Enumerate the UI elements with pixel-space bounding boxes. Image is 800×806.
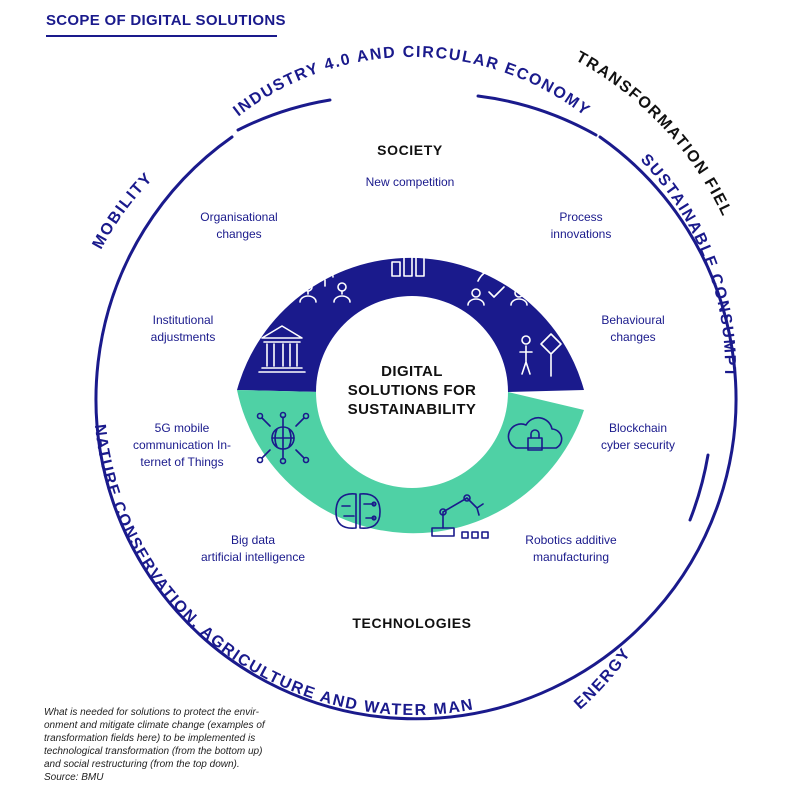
caption-line: onment and mitigate climate change (exam… [44,720,265,731]
team-cycle-icon [467,257,528,306]
technologies-header: TECHNOLOGIES [352,615,471,631]
person-sign-icon [519,333,562,377]
label-process-innovations-1: Process [559,210,602,224]
bar-growth-icon [389,225,429,277]
label-robotics-2: manufacturing [533,550,609,564]
label-5g-3: ternet of Things [140,455,223,469]
field-energy: ENERGY [571,645,634,713]
label-behavioural-changes-2: changes [610,330,655,344]
org-chart-icon [299,256,351,303]
caption-line: What is needed for solutions to protect … [44,707,259,718]
label-organisational-changes-1: Organisational [200,210,277,224]
center-line-1: DIGITAL [381,363,443,380]
cloud-lock-icon [507,416,563,451]
outer-arc-main [94,135,738,721]
center-line-2: SOLUTIONS FOR [348,382,477,399]
center-hole [316,296,508,488]
label-big-data-1: Big data [231,533,275,547]
field-mobility: MOBILITY [90,169,157,252]
label-5g-1: 5G mobile [155,421,210,435]
caption-source: Source: BMU [44,772,104,783]
outer-arc-top-left [236,98,332,132]
robot-arm-icon [431,494,489,539]
outer-arcs [94,94,738,721]
network-globe-icon [256,411,310,465]
government-building-icon [258,325,306,373]
center-line-3: SUSTAINABILITY [348,401,477,418]
label-new-competition: New competition [366,175,455,189]
brain-circuit-icon [335,493,381,529]
label-process-innovations-2: innovations [551,227,612,241]
donut [237,257,584,534]
caption: What is needed for solutions to protect … [44,706,344,784]
label-organisational-changes-2: changes [216,227,261,241]
title-underline [46,35,277,37]
label-5g-2: communication In- [133,438,231,452]
label-blockchain-2: cyber security [601,438,675,452]
caption-line: transformation fields here) to be implem… [44,733,256,744]
caption-line: and social restructuring (from the top d… [44,759,240,770]
outer-arc-top-right [476,94,598,137]
label-institutional-adjustments-1: Institutional [153,313,214,327]
label-behavioural-changes-1: Behavioural [601,313,664,327]
header: SCOPE OF DIGITAL SOLUTIONS [46,12,286,37]
caption-line: technological transformation (from the b… [44,746,263,757]
outer-arc-right [688,453,710,522]
label-institutional-adjustments-2: adjustments [151,330,216,344]
page-title: SCOPE OF DIGITAL SOLUTIONS [46,12,286,29]
label-big-data-2: artificial intelligence [201,550,305,564]
label-robotics-1: Robotics additive [525,533,617,547]
society-header: SOCIETY [377,142,443,158]
label-blockchain-1: Blockchain [609,421,667,435]
